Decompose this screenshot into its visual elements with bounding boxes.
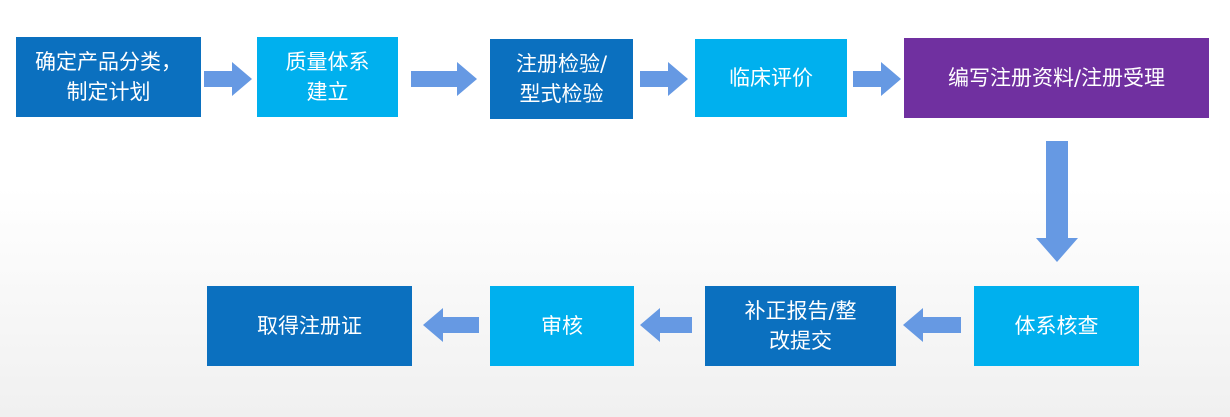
step-clinical-evaluation: 临床评价 — [695, 39, 847, 117]
step-label: 审核 — [541, 314, 583, 338]
arrow-right-icon — [204, 62, 252, 96]
step-label: 确定产品分类， 制定计划 — [35, 50, 182, 104]
step-label: 补正报告/整 改提交 — [744, 299, 857, 353]
step-label: 取得注册证 — [257, 314, 362, 338]
step-write-registration-docs: 编写注册资料/注册受理 — [904, 38, 1209, 118]
step-label: 编写注册资料/注册受理 — [947, 66, 1166, 90]
arrow-down-icon — [1036, 141, 1078, 262]
step-label: 注册检验/ 型式检验 — [515, 52, 608, 106]
step-registration-test: 注册检验/ 型式检验 — [490, 39, 633, 119]
step-quality-system: 质量体系 建立 — [257, 37, 398, 117]
step-obtain-certificate: 取得注册证 — [207, 286, 412, 366]
step-system-verification: 体系核查 — [974, 286, 1139, 366]
step-label: 质量体系 建立 — [285, 50, 370, 104]
arrow-left-icon — [903, 308, 961, 342]
step-correction-report: 补正报告/整 改提交 — [705, 286, 896, 366]
arrow-left-icon — [640, 308, 692, 342]
step-determine-classification: 确定产品分类， 制定计划 — [16, 37, 201, 117]
step-label: 临床评价 — [729, 66, 813, 90]
step-label: 体系核查 — [1014, 314, 1099, 338]
arrow-right-icon — [640, 62, 688, 96]
arrow-right-icon — [411, 62, 477, 96]
arrow-left-icon — [423, 308, 479, 342]
step-review: 审核 — [490, 286, 634, 366]
arrow-right-icon — [853, 62, 901, 96]
